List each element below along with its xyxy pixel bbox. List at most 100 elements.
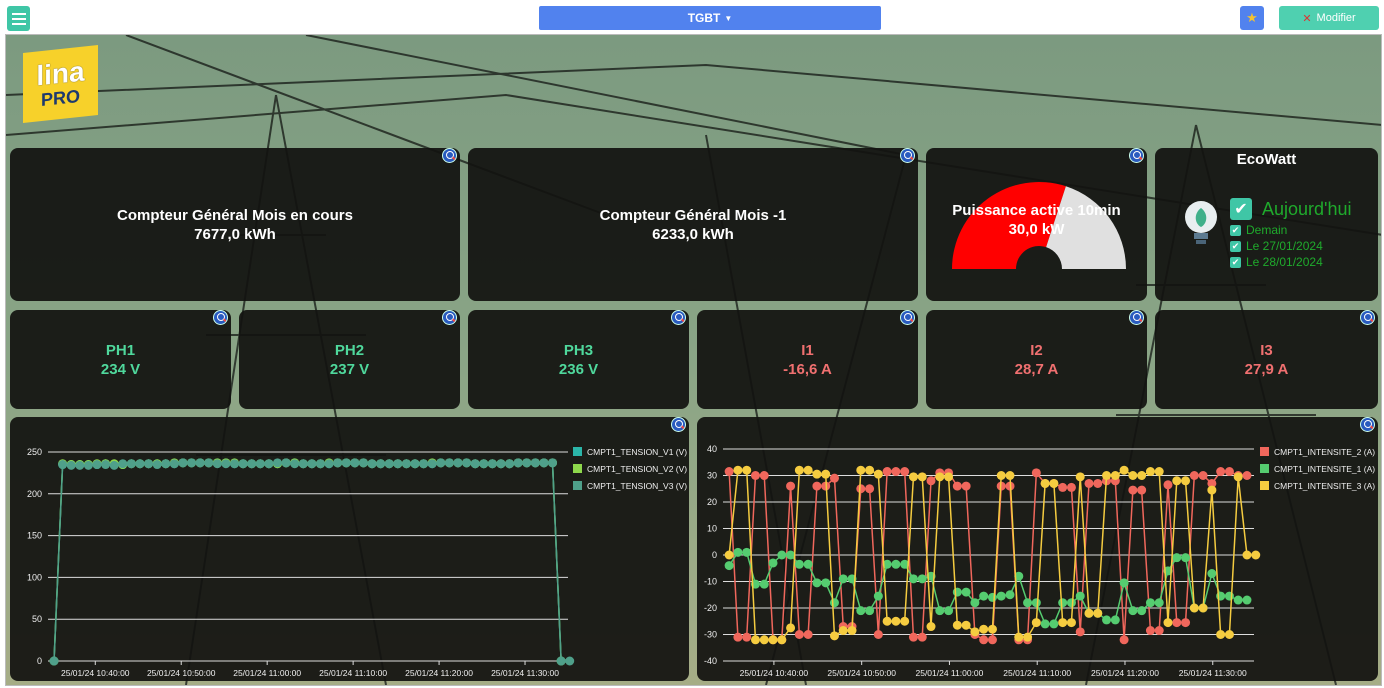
data-point (952, 620, 962, 630)
data-point (882, 559, 892, 569)
data-point (838, 574, 848, 584)
data-point (803, 630, 813, 639)
data-point (453, 458, 463, 468)
data-point (1154, 467, 1164, 477)
data-point (996, 591, 1006, 601)
data-point (768, 635, 778, 645)
data-point (961, 587, 971, 597)
card-value: 30,0 kW (1008, 220, 1065, 238)
data-point (1014, 632, 1024, 642)
favorite-button[interactable]: ★ (1240, 6, 1264, 30)
data-point (829, 598, 839, 608)
legend-swatch (573, 464, 582, 473)
lightbulb-leaf-icon (1185, 201, 1217, 244)
current-label: I3 (1260, 341, 1273, 359)
data-point (961, 620, 971, 630)
data-point (1189, 603, 1199, 613)
zoom-icon[interactable] (900, 310, 915, 325)
legend-label: CMPT1_TENSION_V3 (V) (587, 481, 687, 491)
power-gauge (952, 182, 1126, 269)
zoom-icon[interactable] (442, 148, 457, 163)
data-point (255, 459, 265, 469)
data-point (891, 559, 901, 569)
data-point (865, 465, 875, 475)
data-point (384, 459, 394, 469)
data-point (944, 472, 954, 482)
data-point (152, 460, 162, 470)
data-point (970, 598, 980, 608)
data-point (195, 458, 205, 468)
data-point (187, 458, 197, 468)
check-icon: ✔ (1230, 198, 1252, 220)
data-point (1207, 478, 1217, 488)
data-point (462, 458, 472, 468)
tools-icon: ✕ (1302, 12, 1312, 25)
data-point (565, 656, 575, 666)
data-point (1128, 471, 1138, 480)
zoom-icon[interactable] (1129, 310, 1144, 325)
hamburger-menu-button[interactable] (7, 6, 30, 31)
data-point (794, 559, 804, 569)
zoom-icon[interactable] (900, 148, 915, 163)
zoom-icon[interactable] (671, 417, 686, 432)
data-point (505, 459, 515, 469)
data-point (350, 458, 360, 468)
data-point (1172, 476, 1182, 486)
data-point (1242, 550, 1252, 560)
data-point (1172, 553, 1182, 563)
y-tick-label: 0 (712, 550, 717, 560)
legend-label: CMPT1_TENSION_V2 (V) (587, 464, 687, 474)
data-point (865, 606, 875, 616)
gauge-remainder (1046, 186, 1126, 269)
zoom-icon[interactable] (1129, 148, 1144, 163)
zoom-icon[interactable] (442, 310, 457, 325)
data-point (1224, 591, 1234, 601)
phase-value: 236 V (558, 360, 599, 378)
data-point (358, 458, 368, 468)
data-point (470, 459, 480, 469)
data-point (1023, 632, 1033, 642)
x-tick-label: 25/01/24 11:30:00 (491, 668, 559, 678)
card-i1[interactable]: I1-16,6 A (697, 310, 918, 409)
data-point (135, 459, 145, 469)
legend-swatch (573, 481, 582, 490)
data-point (908, 632, 918, 642)
data-point (1031, 468, 1041, 478)
data-point (169, 459, 179, 469)
data-point (58, 460, 68, 470)
data-point (522, 458, 532, 468)
data-point (829, 631, 839, 641)
zoom-icon[interactable] (671, 310, 686, 325)
dashboard-selector[interactable]: TGBT▼ (539, 6, 881, 30)
y-tick-label: 0 (37, 656, 42, 666)
data-point (768, 558, 778, 568)
x-tick-label: 25/01/24 11:20:00 (1091, 668, 1159, 678)
data-point (221, 459, 231, 469)
current-label: I2 (1030, 341, 1043, 359)
zoom-icon[interactable] (1360, 417, 1375, 432)
caret-down-icon: ▼ (724, 13, 733, 23)
x-tick-label: 25/01/24 11:10:00 (319, 668, 387, 678)
data-point (917, 472, 927, 482)
data-point (1023, 598, 1033, 608)
data-point (1137, 606, 1147, 616)
data-point (873, 630, 883, 639)
data-point (724, 467, 734, 477)
data-point (777, 550, 787, 560)
y-tick-label: -20 (704, 603, 717, 613)
zoom-icon[interactable] (1360, 310, 1375, 325)
zoom-icon[interactable] (213, 310, 228, 325)
data-point (1128, 606, 1138, 616)
modify-button[interactable]: ✕Modifier (1279, 6, 1379, 30)
